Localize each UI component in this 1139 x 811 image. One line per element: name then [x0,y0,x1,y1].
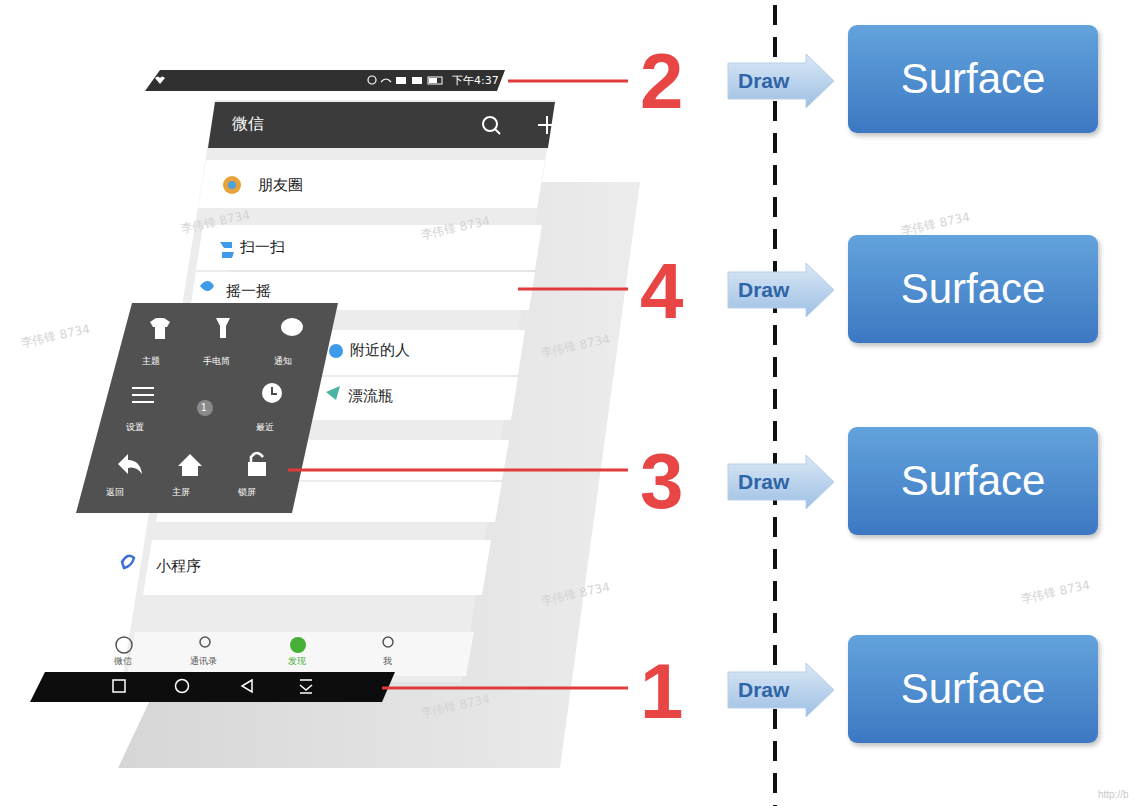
app-title: 微信 [232,116,264,132]
quick-menu-label: 主题 [142,357,160,366]
draw-label: Draw [738,70,789,91]
quick-menu-label: 设置 [126,423,144,432]
surface-box: Surface [848,235,1098,343]
status-time: 下午4:37 [452,75,499,86]
quick-menu-label: 通知 [274,357,292,366]
badge-number: 1 [201,403,207,413]
surface-box: Surface [848,427,1098,535]
callout-number: 2 [640,42,683,120]
status-bar [145,70,505,91]
watermark: 李伟锋 8734 [900,211,971,237]
surface-label: Surface [901,55,1046,103]
menu-row-text: 漂流瓶 [348,389,393,404]
draw-arrow [728,54,834,717]
url-watermark: http://b [1098,790,1129,800]
quick-menu-label: 返回 [106,488,124,497]
quick-menu-label: 主屏 [172,488,190,497]
callout-number: 4 [640,252,683,330]
floating-menu [76,303,338,513]
callout-number: 1 [640,652,683,730]
quick-menu-label: 手电筒 [203,357,230,366]
surface-box: Surface [848,635,1098,743]
callout-number: 3 [640,442,683,520]
leader-line [288,81,628,688]
tab-label: 通讯录 [190,657,217,666]
quick-menu-label: 最近 [256,423,274,432]
draw-label: Draw [738,279,789,300]
draw-label: Draw [738,679,789,700]
watermark: 李伟锋 8734 [20,323,91,349]
menu-row-text: 小程序 [156,559,201,574]
nav-bar [30,672,395,702]
tab-label: 发现 [288,657,306,666]
watermark: 李伟锋 8734 [1020,579,1091,605]
menu-row-text: 附近的人 [350,343,410,358]
surface-label: Surface [901,265,1046,313]
surface-label: Surface [901,457,1046,505]
surface-box: Surface [848,25,1098,133]
menu-row-text: 扫一扫 [240,240,285,255]
draw-label: Draw [738,471,789,492]
tab-label: 我 [383,657,392,666]
menu-row-text: 摇一摇 [226,284,271,299]
surface-label: Surface [901,665,1046,713]
tab-label: 微信 [114,657,132,666]
quick-menu-label: 锁屏 [238,488,256,497]
menu-row-text: 朋友圈 [258,178,303,193]
